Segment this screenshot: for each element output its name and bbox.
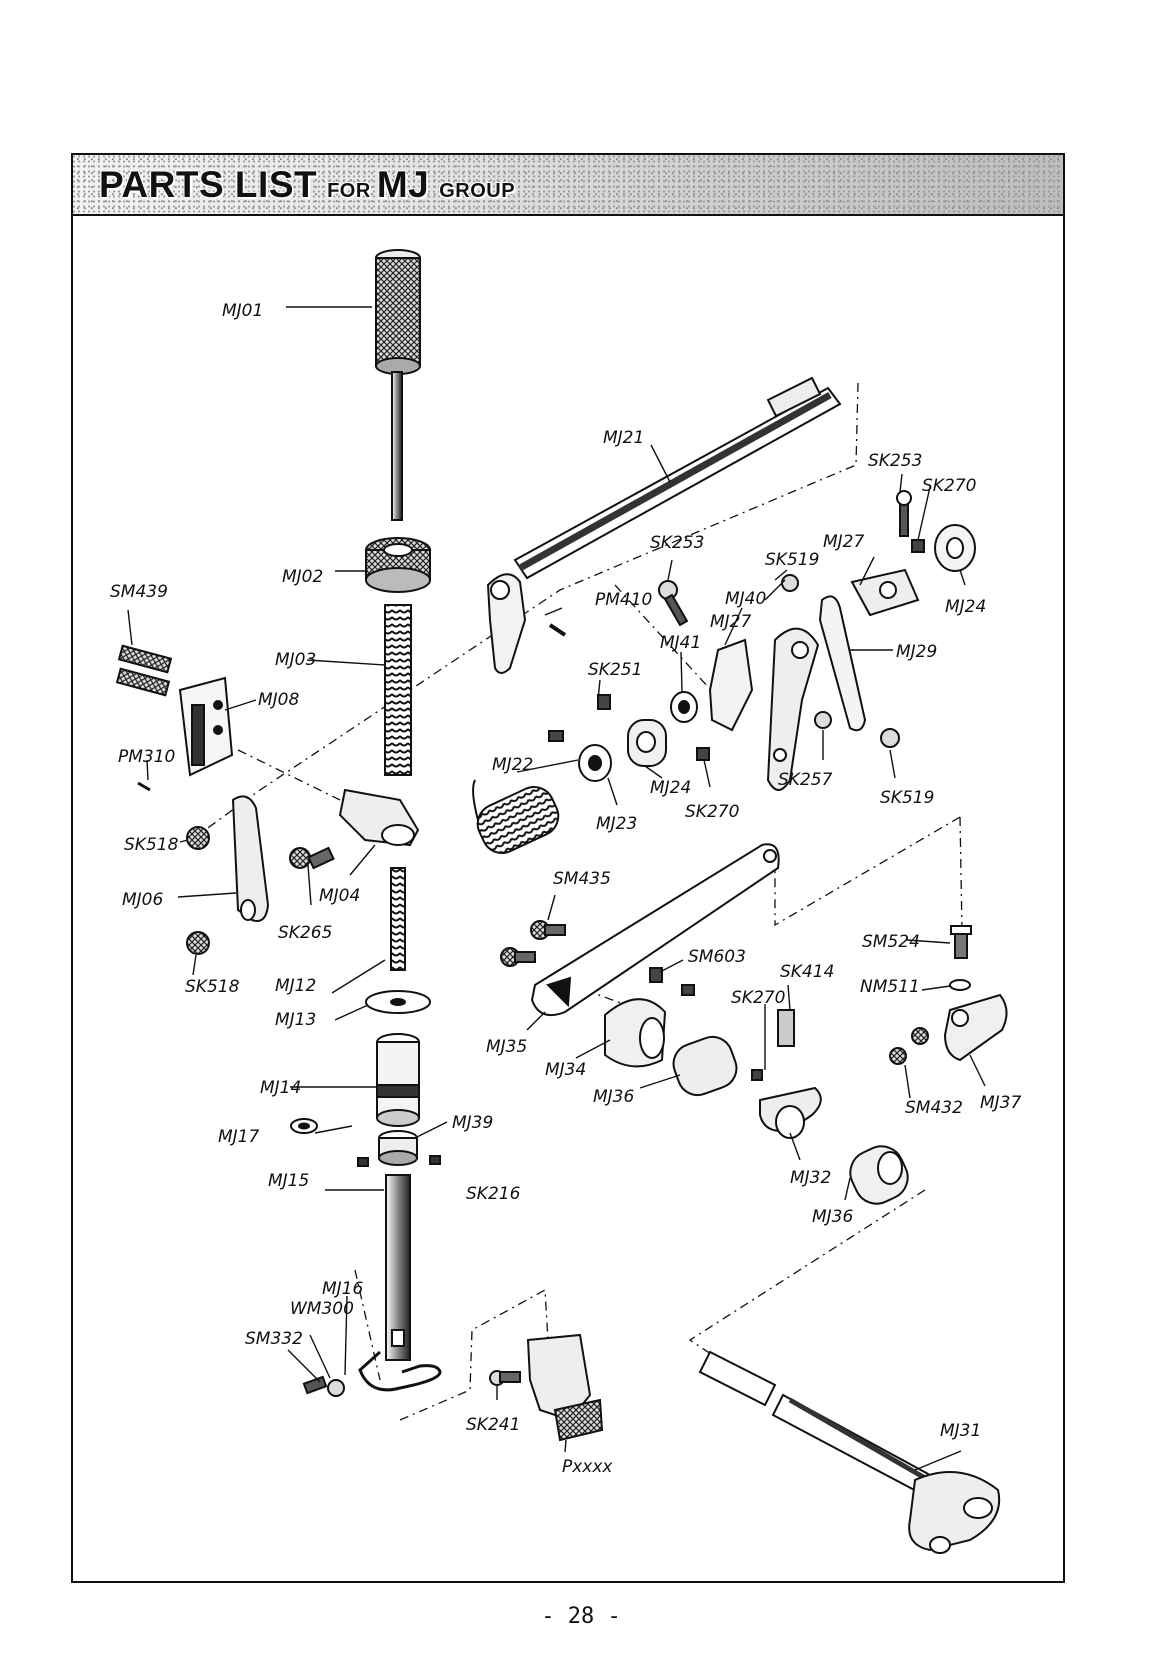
label-MJ22: MJ22 [492,755,533,775]
label-MJ17: MJ17 [218,1127,259,1147]
label-MJ34: MJ34 [545,1060,586,1080]
label-SM603: SM603 [688,947,746,967]
label-MJ03: MJ03 [275,650,316,670]
label-SK241: SK241 [466,1415,520,1435]
label-SM435: SM435 [553,869,611,889]
label-MJ13: MJ13 [275,1010,316,1030]
label-SK253-right: SK253 [868,451,922,471]
label-MJ01: MJ01 [222,301,263,321]
label-SK216: SK216 [466,1184,521,1204]
label-MJ27-upper: MJ27 [823,532,864,552]
mj31-rod [698,1350,1001,1554]
label-MJ12: MJ12 [275,976,316,996]
part-labels: MJ01 MJ02 MJ03 SM439 MJ08 PM310 SK518 MJ… [110,301,1021,1477]
title-for: FOR [327,180,371,202]
label-SK265: SK265 [278,923,332,943]
label-PM410: PM410 [595,590,652,610]
mj37-bracket [889,925,1008,1065]
label-SK253-left: SK253 [650,533,704,553]
label-SM432: SM432 [905,1098,963,1118]
label-SK518-lower: SK518 [185,977,240,997]
lever-bracket-group [658,490,976,791]
label-MJ31: MJ31 [940,1421,981,1441]
label-MJ32: MJ32 [790,1168,831,1188]
title-parts-list: PARTS LIST [99,164,318,205]
label-SM332: SM332 [245,1329,303,1349]
label-MJ36-right: MJ36 [812,1207,853,1227]
label-MJ35: MJ35 [486,1037,527,1057]
label-MJ04: MJ04 [319,886,360,906]
label-MJ41: MJ41 [660,633,701,653]
label-MJ08: MJ08 [258,690,299,710]
label-MJ02: MJ02 [282,567,323,587]
label-MJ40: MJ40 [725,589,766,609]
label-SK414: SK414 [780,962,834,982]
title-group-code: MJ [376,164,430,205]
label-WM300: WM300 [290,1299,354,1319]
label-SK270-middle: SK270 [731,988,785,1008]
label-SK270-lower: SK270 [685,802,739,822]
mj35-bar-group [500,843,909,1205]
label-MJ14: MJ14 [260,1078,301,1098]
assembly-guide-lines [204,382,963,1421]
label-SM524: SM524 [862,932,920,952]
label-Pxxxx: Pxxxx [562,1457,613,1477]
label-MJ36-left: MJ36 [593,1087,634,1107]
label-MJ06: MJ06 [122,890,163,910]
label-SK257: SK257 [778,770,833,790]
mj21-rod [486,376,842,674]
label-SM439: SM439 [110,582,168,602]
mj22-spring-group [472,691,710,854]
label-MJ27-lower: MJ27 [710,612,751,632]
mj08-block [115,644,234,792]
label-MJ23: MJ23 [596,814,637,834]
presser-foot-pxxxx [489,1333,604,1442]
label-MJ29: MJ29 [896,642,937,662]
label-MJ21: MJ21 [603,428,644,448]
label-MJ37: MJ37 [980,1093,1021,1113]
label-MJ16: MJ16 [322,1279,363,1299]
label-SK270-upper: SK270 [922,476,976,496]
title-group-word: GROUP [439,180,516,202]
leader-lines [127,306,986,1471]
page-number: - 28 - [541,1604,621,1629]
label-MJ24-upper: MJ24 [945,597,986,617]
label-SK518-upper: SK518 [124,835,179,855]
label-MJ24-lower: MJ24 [650,778,691,798]
spindle-assembly [290,249,442,1397]
label-SK519-lower: SK519 [880,788,934,808]
label-MJ15: MJ15 [268,1171,309,1191]
label-PM310: PM310 [118,747,175,767]
mj06-arm [186,795,335,955]
label-NM511: NM511 [860,977,920,997]
label-MJ39: MJ39 [452,1113,493,1133]
label-SK519-upper: SK519 [765,550,819,570]
label-SK251: SK251 [588,660,642,680]
